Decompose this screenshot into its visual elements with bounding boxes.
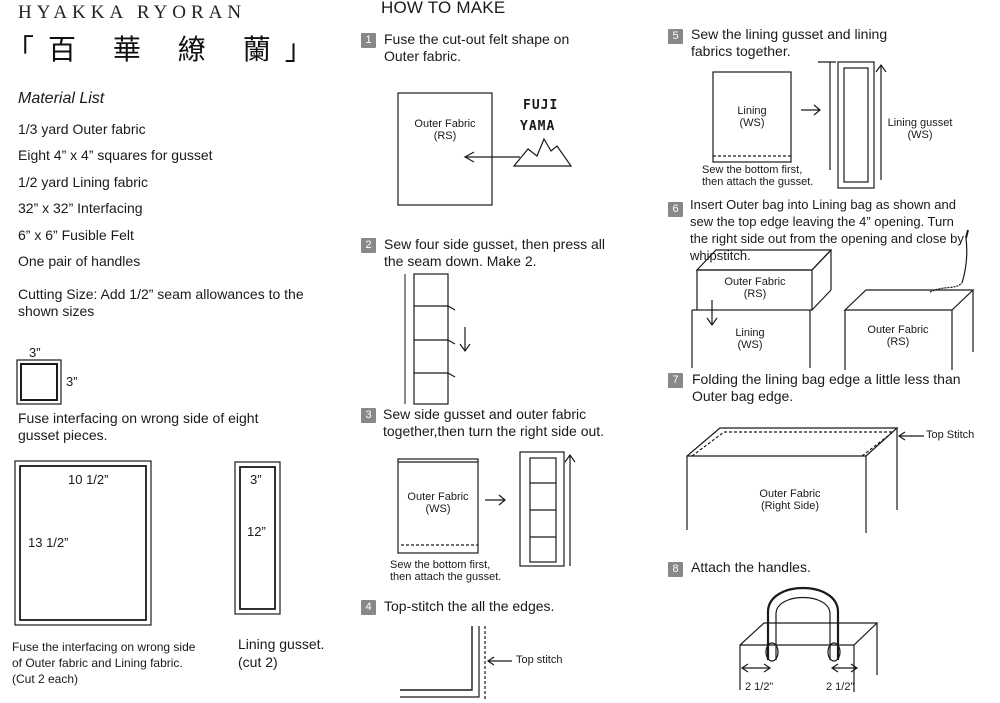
fuji-mountain-icon <box>512 137 573 167</box>
square-height-label: 3” <box>66 374 78 389</box>
step-6-text: Insert Outer bag into Lining bag as show… <box>690 197 964 263</box>
step-number-badge: 3 <box>361 408 376 423</box>
step7-top-stitch <box>691 431 895 457</box>
step5-lining-side: (WS) <box>739 117 765 129</box>
panel-inner <box>19 465 147 621</box>
material-list-title: Material List <box>18 90 105 107</box>
step5-sew-bottom-2: then attach the gusset. <box>702 176 814 188</box>
step1-fabric-side: (RS) <box>433 130 457 142</box>
material-item: 6” x 6” Fusible Felt <box>18 227 134 243</box>
step7-fabric-label: Outer Fabric <box>759 488 821 500</box>
step6-lining-side: (WS) <box>737 339 763 351</box>
gusset-note-1: Lining gusset. <box>238 636 325 652</box>
step5-lining <box>712 71 792 163</box>
gusset-strip-inner <box>239 466 276 610</box>
panel-height-label: 13 1/2” <box>28 535 69 550</box>
step3-sew-bottom-2: then attach the gusset. <box>390 571 502 583</box>
step3-outer-fabric <box>397 458 479 554</box>
step-1-text: Fuse the cut-out felt shape on Outer fab… <box>384 31 570 64</box>
step1-outer-fabric <box>397 92 493 206</box>
step1-fabric-label: Outer Fabric <box>414 118 476 130</box>
step-number-badge: 8 <box>668 562 683 577</box>
panel-width-label: 10 1/2” <box>68 472 109 487</box>
panel-note: Fuse the interfacing on wrong side of Ou… <box>12 640 196 686</box>
handle-gap-left-label: 2 1/2” <box>745 681 774 693</box>
interfacing-note: Fuse interfacing on wrong side of eight … <box>18 410 259 443</box>
step6-outer-label: Outer Fabric <box>724 276 786 288</box>
step-3-text: Sew side gusset and outer fabric togethe… <box>383 406 605 439</box>
felt-text-line1: FUJI <box>523 98 559 113</box>
step7-bag-outline <box>686 427 899 530</box>
material-item: 1/3 yard Outer fabric <box>18 121 146 137</box>
gusset-strip-outer <box>234 461 281 615</box>
step-number-badge: 2 <box>361 238 376 253</box>
step6-outer-side: (RS) <box>743 288 767 300</box>
step5-gusset-side: (WS) <box>907 129 933 141</box>
step-2-text: Sew four side gusset, then press all the… <box>384 236 606 269</box>
step4-corner-outer <box>400 626 480 698</box>
brand-latin: HYAKKA RYORAN <box>18 2 247 23</box>
step7-top-stitch-label: Top Stitch <box>926 429 975 441</box>
brand-kanji: 「百 華 繚 蘭」 <box>6 33 327 66</box>
step6-closed-side: (RS) <box>886 336 910 348</box>
step1-arrowhead <box>463 151 475 163</box>
step3-fabric-label: Outer Fabric <box>407 491 469 503</box>
step3-sew-bottom-1: Sew the bottom first, <box>390 559 491 571</box>
step-number-badge: 6 <box>668 202 683 217</box>
needle-thread <box>961 237 968 284</box>
step3-assembly <box>519 451 565 567</box>
step8-bag <box>739 622 879 690</box>
step5-gusset-label: Lining gusset <box>887 117 953 129</box>
gusset-height-label: 12” <box>247 524 266 539</box>
panel-outer <box>14 460 152 626</box>
step2-gusset-strip <box>413 273 449 405</box>
step-number-badge: 5 <box>668 29 683 44</box>
step3-fabric-side: (WS) <box>425 503 451 515</box>
gusset-square-inner <box>20 363 58 401</box>
step5-lining-label: Lining <box>737 105 767 117</box>
step4-corner <box>400 626 473 691</box>
step-5-text: Sew the lining gusset and lining fabrics… <box>691 26 888 59</box>
material-item: Eight 4” x 4” squares for gusset <box>18 147 213 163</box>
step5-assembly <box>837 61 875 189</box>
gusset-square-outer <box>16 359 62 405</box>
step-number-badge: 1 <box>361 33 376 48</box>
gusset-note-2: (cut 2) <box>238 654 278 670</box>
material-item: 32” x 32” Interfacing <box>18 200 143 216</box>
cutting-size-note: Cutting Size: Add 1/2” seam allowances t… <box>18 286 304 319</box>
step5-sew-bottom-1: Sew the bottom first, <box>702 164 803 176</box>
gusset-width-label: 3” <box>250 472 262 487</box>
how-to-title: HOW TO MAKE <box>381 0 506 17</box>
handle-gap-right-label: 2 1/2” <box>826 681 855 693</box>
material-item: 1/2 yard Lining fabric <box>18 174 148 190</box>
square-width-label: 3” <box>29 345 41 360</box>
step-number-badge: 4 <box>361 600 376 615</box>
step6-bag-closed <box>843 289 975 311</box>
material-item: One pair of handles <box>18 253 141 269</box>
step-number-badge: 7 <box>668 373 683 388</box>
handle-icon <box>766 586 840 660</box>
step-4-text: Top-stitch the all the edges. <box>384 598 555 614</box>
step4-top-stitch-label: Top stitch <box>516 654 563 666</box>
step6-closed-label: Outer Fabric <box>867 324 929 336</box>
felt-text-line2: YAMA <box>520 119 556 134</box>
step-7-text: Folding the lining bag edge a little les… <box>692 371 961 404</box>
step-8-text: Attach the handles. <box>691 559 811 575</box>
step6-lining-label: Lining <box>735 327 765 339</box>
step7-fabric-side: (Right Side) <box>760 500 820 512</box>
